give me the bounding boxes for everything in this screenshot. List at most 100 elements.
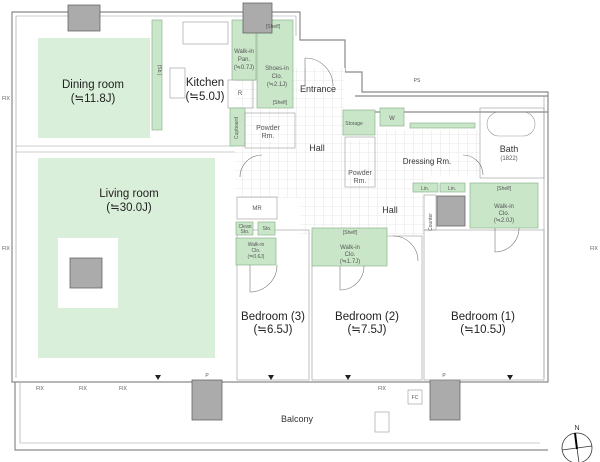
walkin-pan-label: Walk-in [234,49,254,55]
walkin-closet-3 [235,237,277,266]
living-room-label: Living room [99,188,158,200]
powder-room-label: Rm. [262,133,275,140]
fix-label: FIX [378,386,386,392]
bath-size: (1822) [500,156,517,162]
bedroom-1 [423,229,545,381]
fc-box [407,389,423,405]
column [242,2,273,34]
bedroom-3-label: Bedroom (3) [241,311,305,323]
powder-room-1 [244,112,296,149]
walkin-closet-2 [311,227,388,267]
entrance-label: Entrance [300,84,336,94]
compass: N [561,425,593,462]
walkin-clo-3-label: Clo. [252,248,261,254]
partition-wall [16,145,235,153]
doors [239,57,520,293]
sb-shelf [151,19,163,131]
dressing-room-label: Dressing Rm. [403,157,451,166]
clean-storage [235,221,254,236]
walkin-clo-3-label: Walk-in [248,242,265,248]
bedroom-1-size: (≒10.5J) [460,324,506,336]
escape-hatch [374,411,390,433]
shelf-label: [Shelf] [343,230,358,236]
shoes-clo-label: Clo. [272,74,283,80]
mr-room [236,196,278,220]
linen-2 [439,182,466,193]
shelf-label: [Shelf] [273,100,288,106]
powder-room-2-label: Powder [348,170,372,177]
linen-label: Lin. [448,186,456,192]
dining-room-size: (≒11.8J) [71,93,116,105]
kitchen-label: Kitchen [186,77,224,89]
shelf-label: [Shelf] [266,24,281,30]
walkin-clo-1-label: Clo. [499,211,510,217]
walkin-clo-2-label: Clo. [345,252,356,258]
refrigerator-label: R [238,91,243,97]
dining-room-floor [38,38,150,138]
column [436,195,466,227]
shoes-clo-label: Shoes-in [265,66,289,72]
column [429,379,461,421]
vanity [409,122,476,129]
clean-sto-label: Clean [238,224,251,230]
balcony [14,375,548,451]
walkin-clo-2-size: (≒1.7J) [340,259,360,265]
fix-label: FIX [590,246,598,252]
column [191,379,223,421]
fix-label: FIX [79,386,87,392]
powder-room-2 [344,136,376,188]
fix-label: FIX [2,96,10,102]
pipe-label: P [442,373,446,379]
linen-label: Lin. [421,186,429,192]
column [69,257,103,289]
walkin-clo-2-label: Walk-in [340,245,360,251]
shoes-clo-size: (≒2.1J) [267,82,287,88]
balcony-label: Balcony [281,414,314,424]
shelf-label: [Shelf] [497,186,512,192]
kitchen-island-sink [169,67,186,99]
fix-label: FIX [119,386,127,392]
dressing-floor [370,130,480,175]
walkin-clo-1-label: Walk-in [494,204,514,210]
hall-label-2: Hall [382,205,398,215]
bedroom-2-label: Bedroom (2) [335,311,399,323]
cupboard-label: Cupboard [234,117,240,139]
walkin-pan-size: (≒0.7J) [234,65,254,71]
compass-north-label: N [574,425,579,432]
fix-label: FIX [36,386,44,392]
sb-label: (Sb.) [156,65,162,76]
walkin-pan-label: Pan. [238,57,251,63]
living-room-size: (≒30.0J) [106,202,152,214]
mr-label: MR [252,206,262,212]
storage [342,109,376,136]
walkin-clo-1-size: (≒2.0J) [494,218,514,224]
pipe-label: P [205,373,209,379]
bedroom-3-size: (≒6.5J) [253,324,292,336]
window-markers [155,375,513,380]
walkin-closet-1 [469,182,539,229]
sto-label: Sto. [263,226,272,232]
counter [423,194,437,231]
bath-room [479,107,545,179]
counter-label: Counter [428,213,434,231]
clean-sto-label: Sto. [241,229,250,235]
bedroom-1-label: Bedroom (1) [451,311,515,323]
dining-room-label: Dining room [62,79,124,91]
powder-room-2-label: Rm. [354,178,367,185]
shoes-in-closet [256,19,294,109]
ps-label: PS [414,78,421,84]
powder-room-label: Powder [256,125,280,132]
walkin-clo-3-size: (≒0.6J) [248,254,265,260]
column [67,4,101,32]
hall-label: Hall [309,143,325,153]
fc-label: FC [412,395,419,401]
kitchen-size: (≒5.0J) [185,91,224,103]
storage-small [257,221,276,236]
fix-label: FIX [2,246,10,252]
bath-label: Bath [500,144,519,154]
cooktop [182,21,229,45]
washer-label: W [389,116,395,122]
storage-label: Storage [345,121,363,127]
washer [379,107,405,127]
